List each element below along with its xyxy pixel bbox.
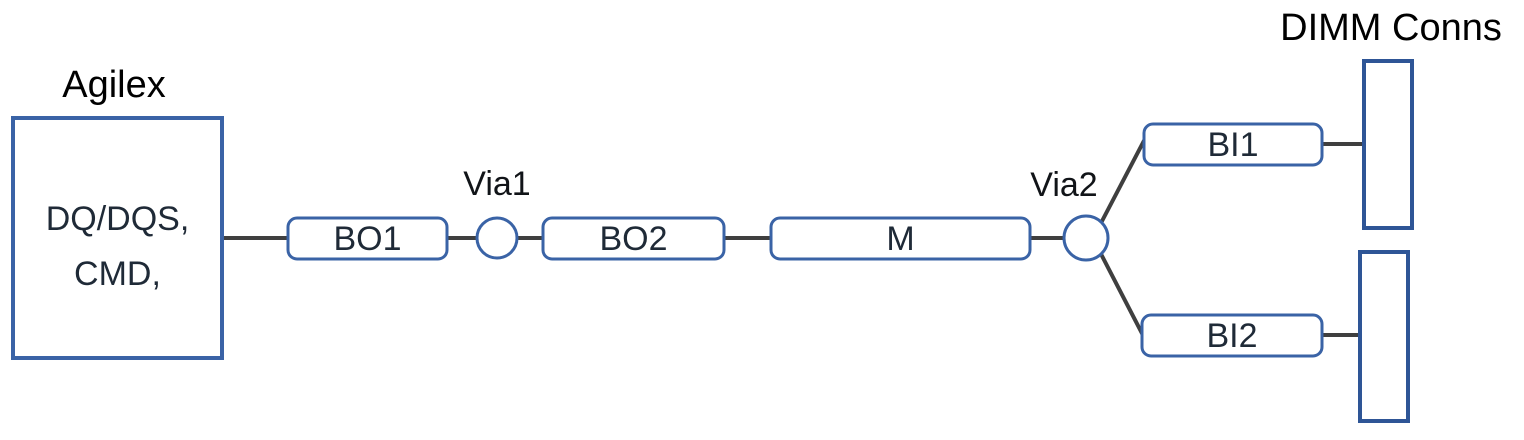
agilex-title-label: Agilex [62,64,166,106]
via2[interactable] [1062,214,1110,262]
segment-bo1-rect[interactable] [286,216,449,261]
via1[interactable] [475,216,519,260]
segment-bo2-rect[interactable] [541,216,726,261]
dimm-connector-1[interactable] [1362,59,1414,230]
dimm-connector-2[interactable] [1358,250,1410,423]
segment-bi1-rect[interactable] [1142,122,1324,167]
segment-bi2-label: BI2 [1206,317,1257,355]
segment-bo1-label: BO1 [333,220,401,258]
segment-m-rect[interactable] [769,216,1032,261]
via2-label: Via2 [1030,166,1097,204]
segment-bo1[interactable]: BO1 [286,216,449,261]
dimm-conns-title-label: DIMM Conns [1280,7,1502,49]
wire-via2-to-bi1 [1099,132,1150,224]
segment-bi1[interactable]: BI1 [1142,122,1324,167]
segment-bi2[interactable]: BI2 [1140,313,1324,358]
segment-bo2-label: BO2 [599,220,667,258]
segment-m[interactable]: M [769,216,1032,261]
wire-group [222,132,1368,346]
segment-bi2-rect[interactable] [1140,313,1324,358]
via1-label: Via1 [463,165,530,203]
via2-circle[interactable] [1062,214,1110,262]
via1-circle[interactable] [475,216,519,260]
agilex-chip-box[interactable]: DQ/DQS, CMD, [11,116,224,360]
agilex-signal-line1: DQ/DQS, [46,200,190,238]
wire-via2-to-bi2 [1099,253,1150,346]
segment-bi1-label: BI1 [1207,126,1258,164]
segment-m-label: M [886,220,914,258]
agilex-chip-rect[interactable] [11,116,224,360]
segment-bo2[interactable]: BO2 [541,216,726,261]
agilex-signal-line2: CMD, [74,255,161,293]
